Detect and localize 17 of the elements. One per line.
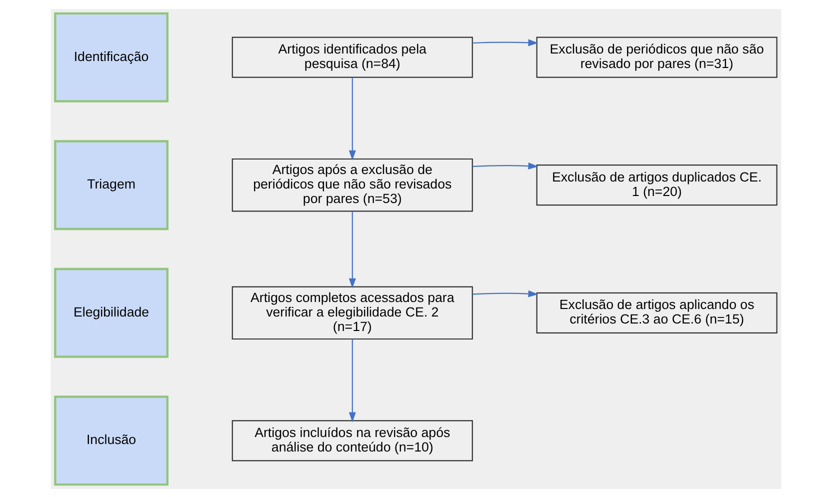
node-box: Elegibilidade [54, 267, 168, 358]
arrow [472, 290, 538, 297]
node-box: Exclusão de artigos aplicando os critérios CE.3 ao CE.6 (n=15) [536, 292, 778, 333]
node-box: Triagem [54, 140, 168, 230]
node-box: Exclusão de periódicos que não são revisado por pares (n=31) [536, 36, 778, 78]
node-box: Artigos incluídos na revisão após análise do conteúdo (n=10) [232, 420, 473, 461]
node-box: Identificação [54, 12, 168, 102]
node-box: Artigos identificados pela pesquisa (n=84) [232, 36, 473, 78]
arrow [348, 338, 356, 422]
arrow [348, 77, 356, 160]
node-box: Exclusão de artigos duplicados CE. 1 (n=20) [536, 164, 778, 206]
arrow [472, 162, 538, 169]
node-box: Inclusão [54, 395, 168, 486]
node-box: Artigos após a exclusão de periódicos que não são revisados por pares (n=53) [232, 158, 473, 212]
node-box: Artigos completos acessados para verificar a elegibilidade CE. 2 (n=17) [232, 286, 473, 340]
arrow [472, 38, 538, 46]
arrow [348, 210, 356, 288]
